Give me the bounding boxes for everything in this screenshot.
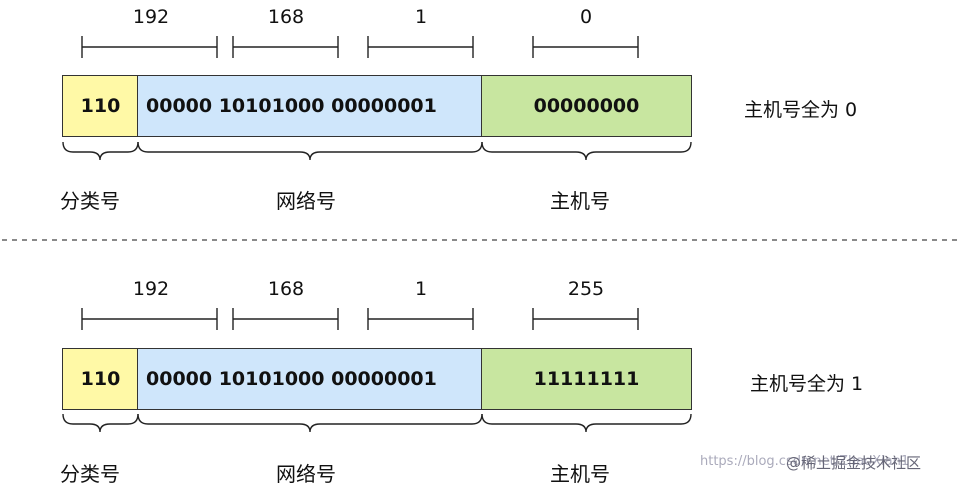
network-number-label: 网络号 (276, 462, 336, 486)
class-number-label: 分类号 (60, 189, 120, 213)
octet-label-1: 192 (132, 278, 170, 300)
octet-label-2: 168 (267, 6, 305, 28)
watermark-brand: @稀土掘金技术社区 (786, 454, 922, 472)
brace-class (62, 141, 139, 161)
octet-label-1: 192 (132, 6, 170, 28)
host-bits-cell: 00000000 (481, 75, 692, 137)
octet-label-2: 168 (267, 278, 305, 300)
class-bits-cell: 110 (62, 75, 139, 137)
octet-brackets (62, 308, 692, 433)
host-all-one-note: 主机号全为 1 (750, 373, 864, 395)
brace-class (62, 413, 139, 433)
octet-label-3: 1 (414, 278, 428, 300)
watermark-url: https://blog.csdn.net/ZhaoXian1 (700, 454, 910, 469)
brace-net (137, 413, 483, 433)
network-bits-cell: 00000 10101000 00000001 (137, 348, 483, 410)
host-all-zero-note: 主机号全为 0 (744, 99, 858, 121)
network-number-label: 网络号 (276, 189, 336, 213)
network-bits-cell: 00000 10101000 00000001 (137, 75, 483, 137)
host-number-label: 主机号 (550, 462, 610, 486)
dashed-divider (2, 239, 961, 241)
class-bits-cell: 110 (62, 348, 139, 410)
octet-brackets (62, 36, 692, 161)
host-bits-cell: 11111111 (481, 348, 692, 410)
class-number-label: 分类号 (60, 462, 120, 486)
octet-label-3: 1 (414, 6, 428, 28)
brace-host (481, 141, 692, 161)
brace-host (481, 413, 692, 433)
octet-label-4: 255 (567, 278, 605, 300)
host-number-label: 主机号 (550, 189, 610, 213)
octet-label-4: 0 (579, 6, 593, 28)
brace-net (137, 141, 483, 161)
